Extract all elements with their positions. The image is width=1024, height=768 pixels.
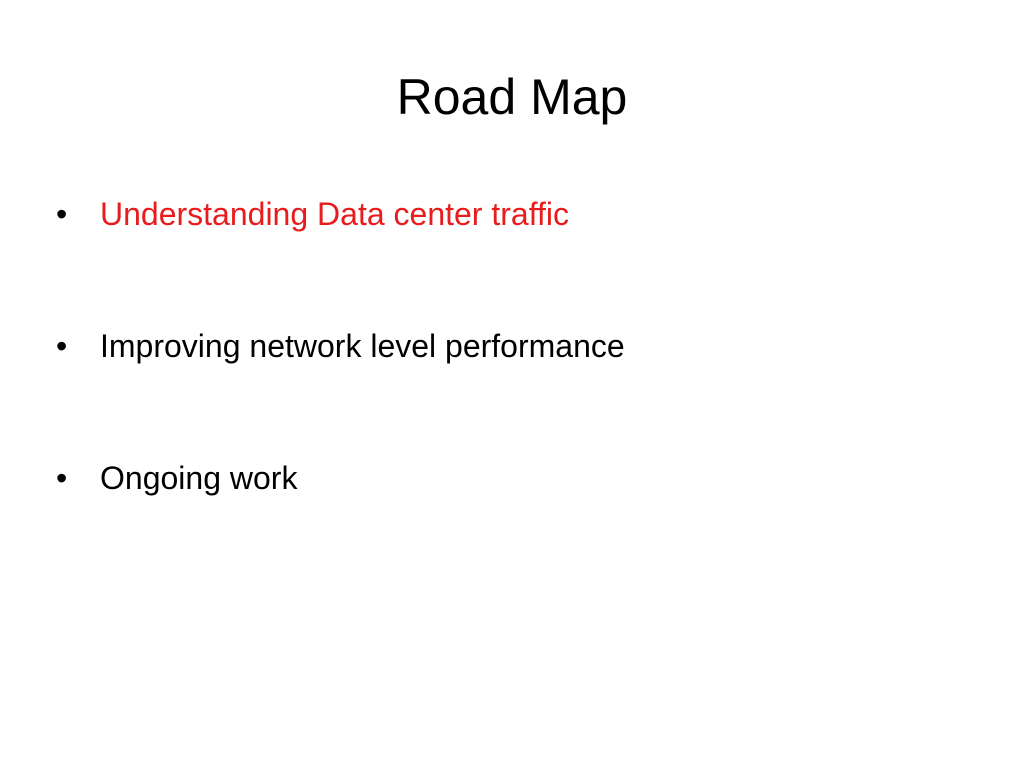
slide-title: Road Map: [396, 69, 628, 125]
bullet-icon: •: [56, 328, 68, 364]
bullet-icon: •: [56, 460, 68, 496]
bullet-text: Improving network level performance: [100, 328, 625, 364]
bullet-item: • Improving network level performance: [56, 318, 986, 450]
bullet-list: • Understanding Data center traffic • Im…: [56, 186, 986, 582]
bullet-item: • Ongoing work: [56, 450, 986, 582]
bullet-icon: •: [56, 196, 68, 232]
bullet-text: Ongoing work: [100, 460, 298, 496]
bullet-text: Understanding Data center traffic: [100, 196, 569, 232]
bullet-item: • Understanding Data center traffic: [56, 186, 986, 318]
